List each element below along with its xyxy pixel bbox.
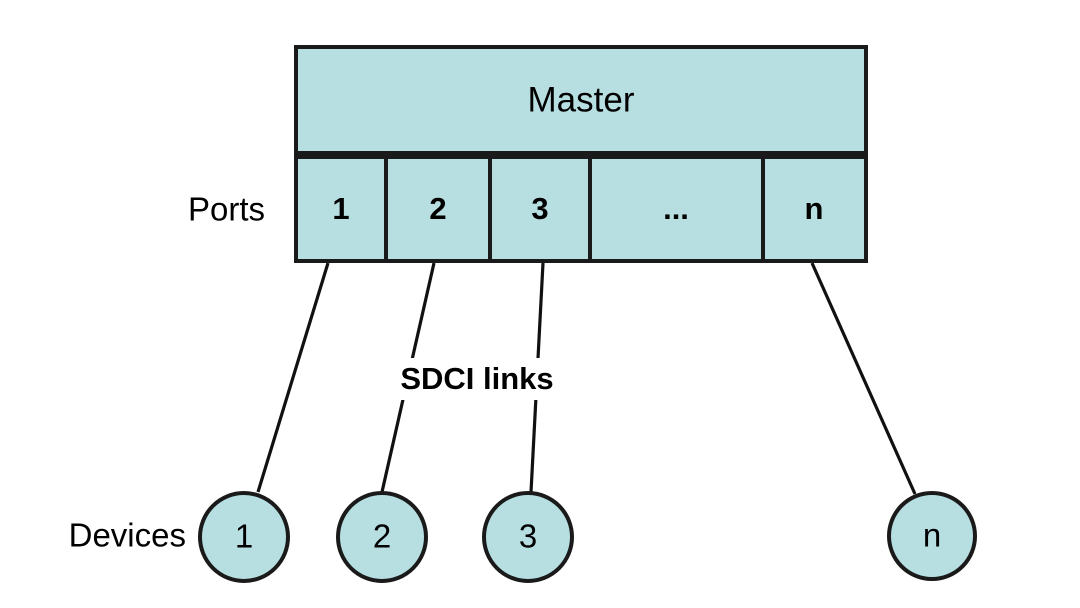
sdci-link-line-1 xyxy=(256,262,330,493)
device-node-2[interactable]: 2 xyxy=(336,491,428,583)
master-label: Master xyxy=(528,80,635,119)
devices-group: 1 2 3 n xyxy=(198,491,977,583)
port-cell-3[interactable]: 3 xyxy=(531,191,548,226)
ports-side-label: Ports xyxy=(188,191,265,228)
port-cell-2[interactable]: 2 xyxy=(429,191,446,226)
port-cell-1[interactable]: 1 xyxy=(332,191,349,226)
sdci-link-line-n xyxy=(810,262,917,495)
port-label-3: 3 xyxy=(531,191,548,226)
device-node-n[interactable]: n xyxy=(887,491,977,581)
ports-row: 1 2 3 ... n xyxy=(294,155,868,263)
sdci-links-group xyxy=(256,262,917,495)
port-label-ellipsis: ... xyxy=(663,191,689,226)
sdci-links-label-backdrop xyxy=(374,358,580,400)
master-box[interactable]: Master xyxy=(294,45,868,155)
port-cell-ellipsis[interactable]: ... xyxy=(663,191,689,226)
device-label-1: 1 xyxy=(235,518,253,555)
device-label-n: n xyxy=(923,517,941,554)
device-label-3: 3 xyxy=(519,518,537,555)
port-label-n: n xyxy=(805,191,824,226)
sdci-links-label: SDCI links xyxy=(400,361,553,396)
port-label-1: 1 xyxy=(332,191,349,226)
device-label-2: 2 xyxy=(373,518,391,555)
sdci-links-label-group: SDCI links xyxy=(374,358,580,400)
port-label-2: 2 xyxy=(429,191,446,226)
device-node-3[interactable]: 3 xyxy=(482,491,574,583)
devices-side-label: Devices xyxy=(69,517,186,554)
port-cell-n[interactable]: n xyxy=(805,191,824,226)
device-node-1[interactable]: 1 xyxy=(198,491,290,583)
